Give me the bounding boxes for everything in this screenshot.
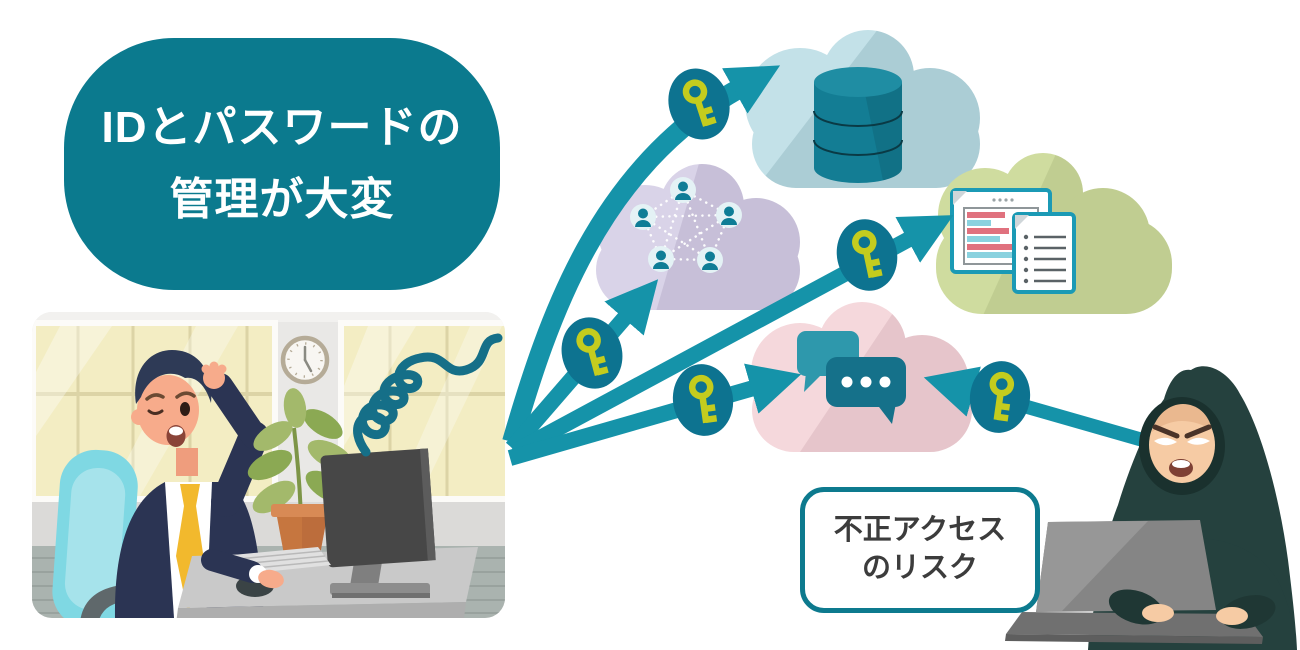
risk-callout-line1: 不正アクセス	[833, 514, 1007, 547]
angry-brow	[1152, 424, 1180, 439]
key-icon	[965, 357, 1034, 437]
documents-cloud	[936, 153, 1172, 314]
risk-callout: 不正アクセス のリスク	[800, 487, 1040, 613]
reaching-arm	[201, 549, 263, 583]
worried-brow	[175, 391, 196, 399]
angry-brow	[1184, 424, 1212, 439]
hacker-hand	[1142, 604, 1174, 622]
user-icon	[670, 177, 696, 203]
risk-callout-line2: のリスク	[861, 552, 978, 584]
office-worker	[114, 350, 269, 618]
database-icon	[813, 67, 903, 183]
chat-cloud	[751, 302, 972, 452]
laptop-icon	[1005, 520, 1263, 644]
open-eye	[180, 402, 190, 416]
database-cloud	[745, 30, 980, 188]
wall-clock-icon	[280, 335, 330, 385]
problem-bubble-line2: 管理が大変	[169, 175, 395, 224]
confusion-squiggle-icon	[353, 333, 503, 457]
mouse-hand	[258, 569, 284, 589]
user-icon	[697, 247, 723, 273]
narrow-eye	[1187, 437, 1210, 445]
office-scene	[32, 312, 505, 618]
problem-bubble: IDとパスワードの 管理が大変	[64, 38, 500, 290]
worker-head	[131, 350, 212, 447]
chat-bubbles-icon	[797, 331, 906, 424]
hair	[135, 350, 212, 404]
user-icon	[630, 204, 656, 230]
hacker-face	[1149, 407, 1215, 483]
problem-bubble-line1: IDとパスワードの	[101, 103, 463, 152]
user-icon	[716, 202, 742, 228]
user-network-icon	[630, 177, 742, 273]
closed-eye	[147, 409, 164, 415]
worried-brow	[145, 393, 165, 401]
user-icon	[648, 246, 674, 272]
hacker	[1005, 366, 1297, 650]
narrow-eye	[1154, 437, 1177, 446]
hacker-hand	[1216, 607, 1248, 625]
monitor-icon	[320, 448, 436, 598]
